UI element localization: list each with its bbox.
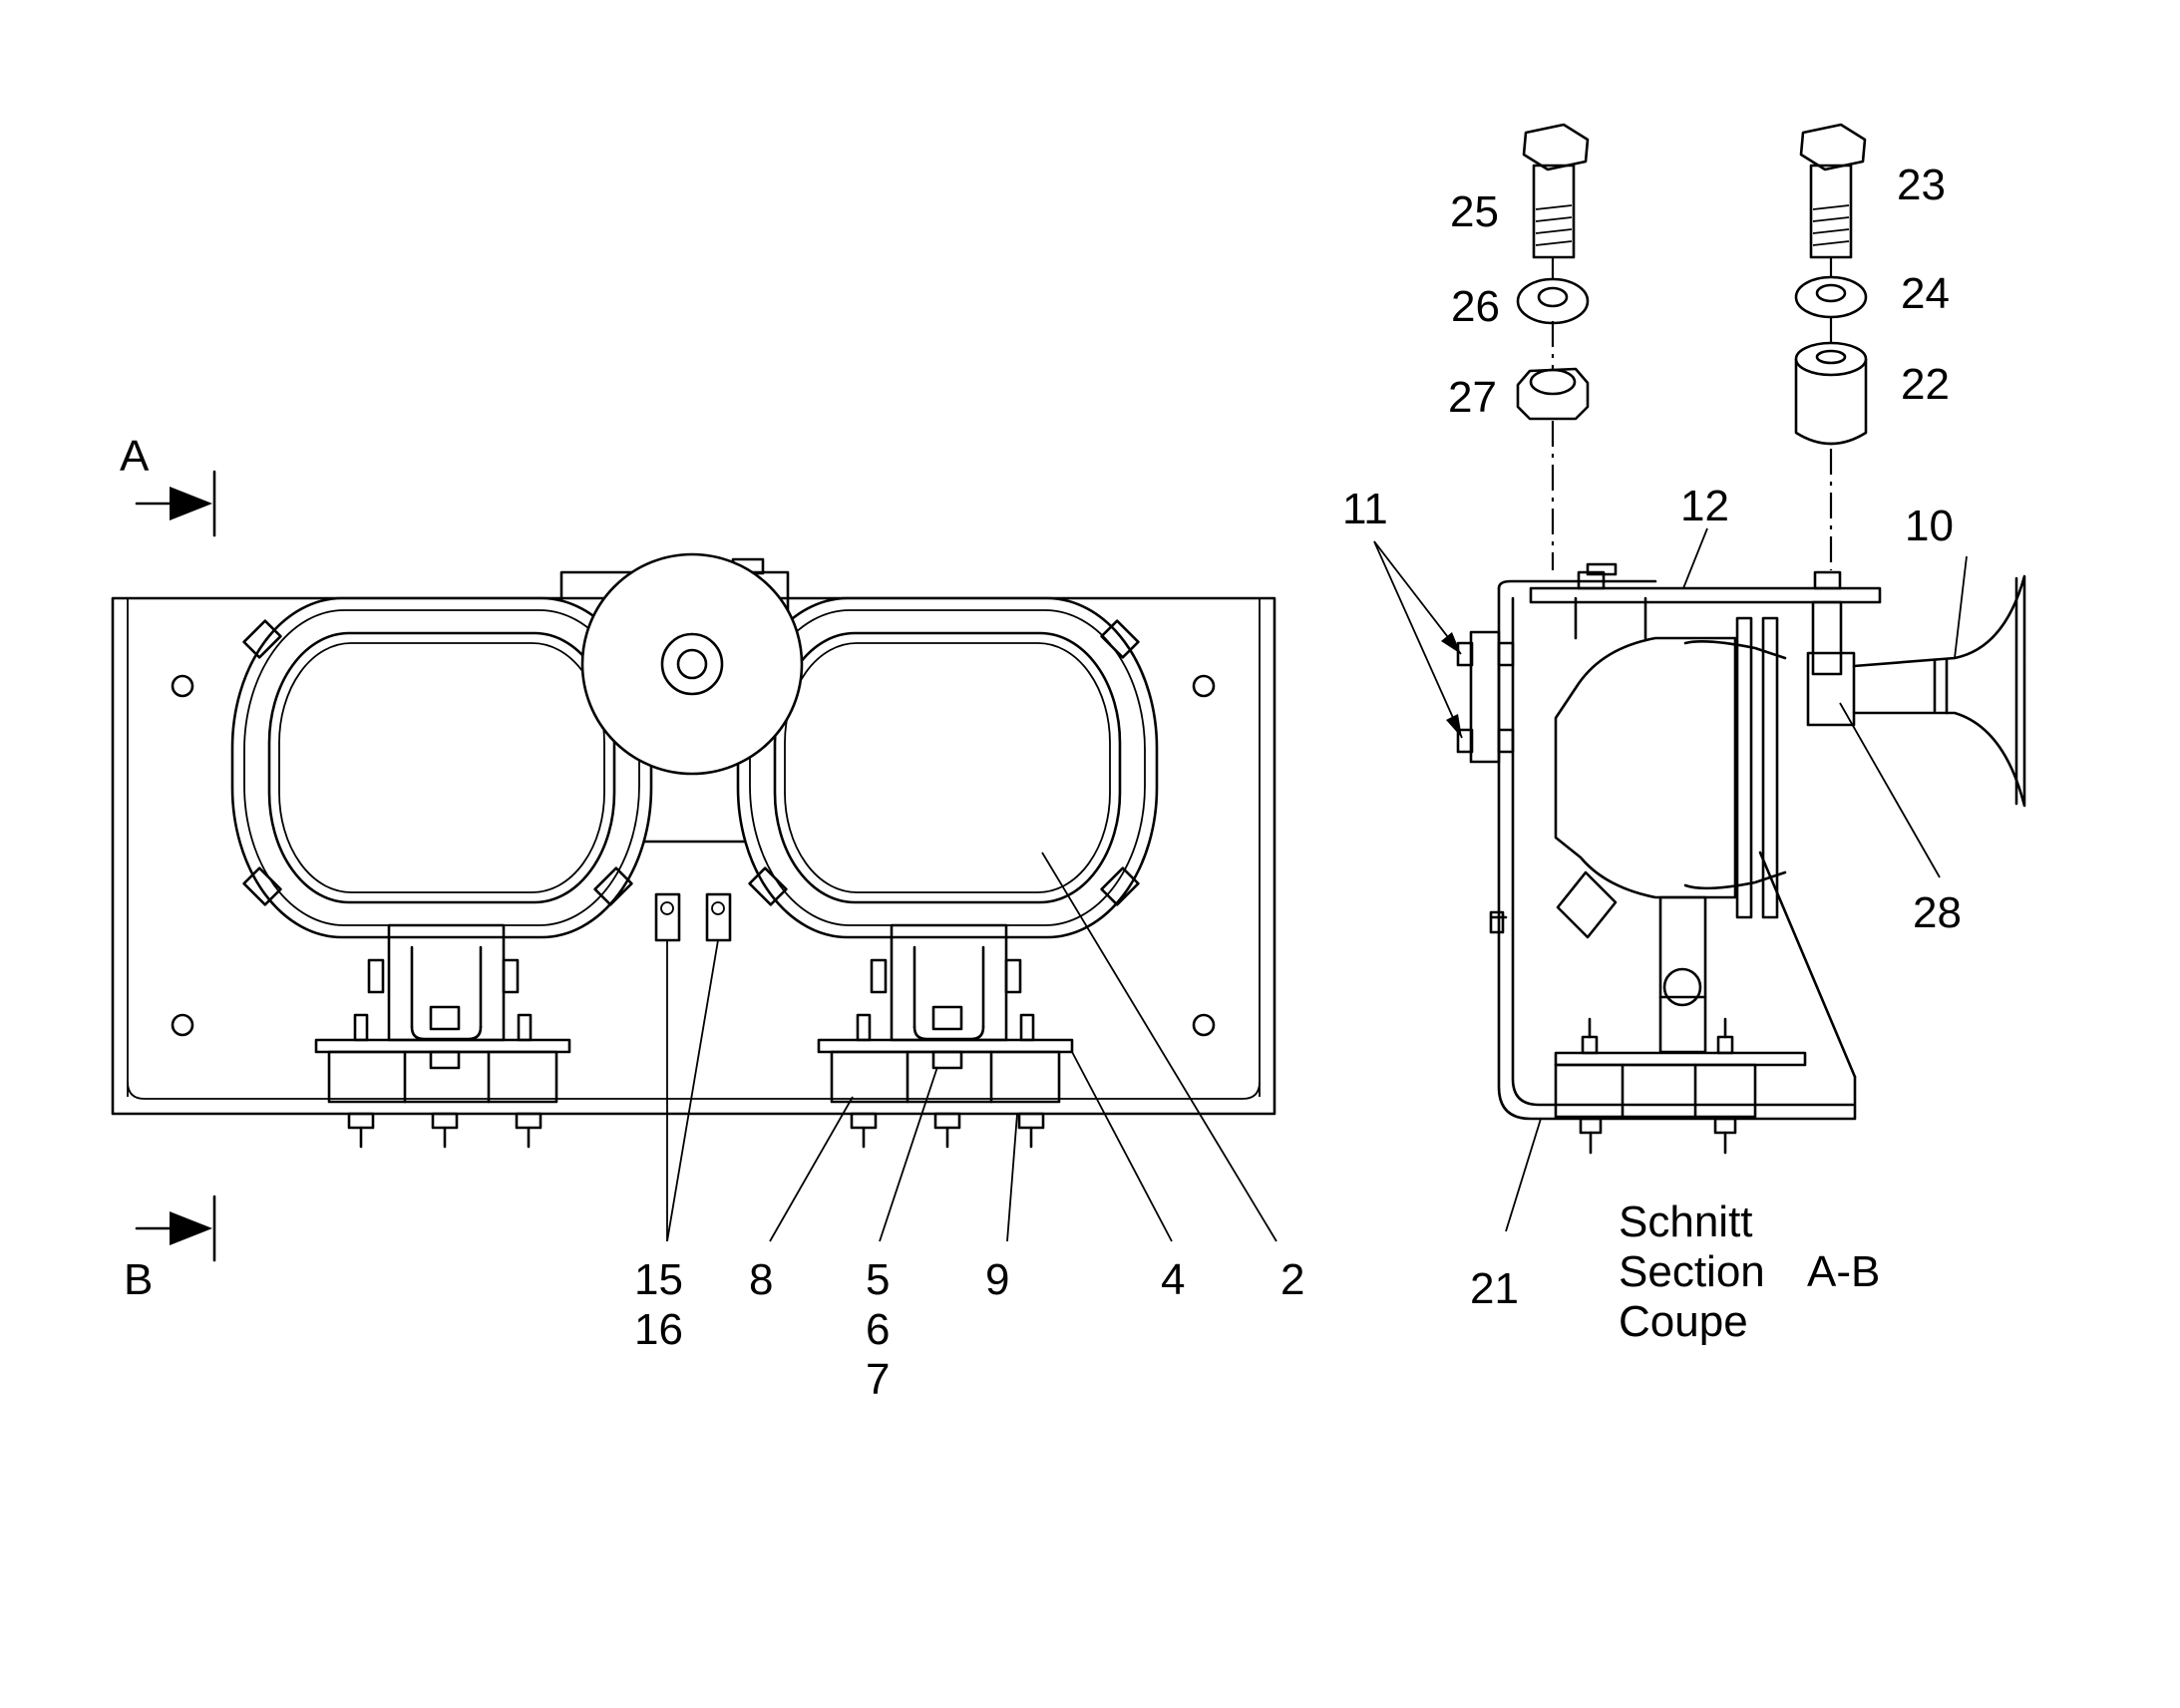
callout-15: 15: [634, 1255, 683, 1304]
callout-5: 5: [866, 1255, 890, 1304]
section-label-b: B: [124, 1255, 153, 1304]
callout-27: 27: [1448, 373, 1497, 422]
bolt-23: [1799, 123, 1867, 259]
callout-25: 25: [1450, 187, 1499, 236]
callout-11: 11: [1342, 485, 1388, 533]
section-caption-line1: Schnitt: [1619, 1197, 1753, 1246]
washer-26: [1516, 277, 1590, 325]
bolt-25: [1522, 123, 1590, 259]
section-caption-line2: Section: [1619, 1247, 1765, 1296]
mounting-hole: [1192, 1013, 1216, 1037]
spacer-22: [1794, 341, 1868, 446]
callout-12: 12: [1680, 482, 1729, 530]
callout-24: 24: [1901, 269, 1950, 318]
mounting-hole: [1192, 674, 1216, 698]
horn-right: [736, 596, 1159, 939]
terminal-pair: [654, 892, 732, 942]
section-marker-a: A: [120, 432, 216, 537]
callout-26: 26: [1451, 282, 1500, 331]
foot-bracket-left: [314, 923, 571, 1149]
mounting-hole: [171, 674, 194, 698]
callout-16: 16: [634, 1305, 683, 1354]
section-caption-line3: Coupe: [1619, 1297, 1748, 1346]
callout-21: 21: [1470, 1264, 1519, 1313]
callout-10: 10: [1905, 502, 1954, 550]
section-caption-id: A-B: [1807, 1247, 1880, 1296]
callout-23: 23: [1897, 161, 1946, 209]
mounting-hole: [171, 1013, 194, 1037]
nut-27: [1516, 367, 1590, 421]
callout-28: 28: [1913, 888, 1962, 937]
foot-bracket-right: [817, 923, 1074, 1149]
callout-4: 4: [1161, 1255, 1185, 1304]
callout-8: 8: [749, 1255, 773, 1304]
callout-2: 2: [1280, 1255, 1304, 1304]
washer-24: [1794, 275, 1868, 319]
front-view: A B 15 16 8 5 6 7 9 4 2: [111, 432, 1304, 1404]
callout-9: 9: [985, 1255, 1009, 1304]
l-bracket: [1497, 586, 1857, 1121]
top-rail: [1529, 586, 1882, 604]
section-label-a: A: [120, 432, 150, 481]
section-view: 25 23 26 24 27 22 11 12 10 28 21 Schnitt…: [1342, 123, 2026, 1346]
callout-22: 22: [1901, 360, 1950, 409]
compressor-body: [1554, 636, 1737, 899]
trumpet-horn: [1806, 574, 2026, 808]
compressor-disc: [580, 552, 804, 776]
base-block: [1554, 1051, 1807, 1067]
callout-7: 7: [866, 1355, 890, 1404]
callout-6: 6: [866, 1305, 890, 1354]
section-marker-b: B: [124, 1195, 216, 1304]
